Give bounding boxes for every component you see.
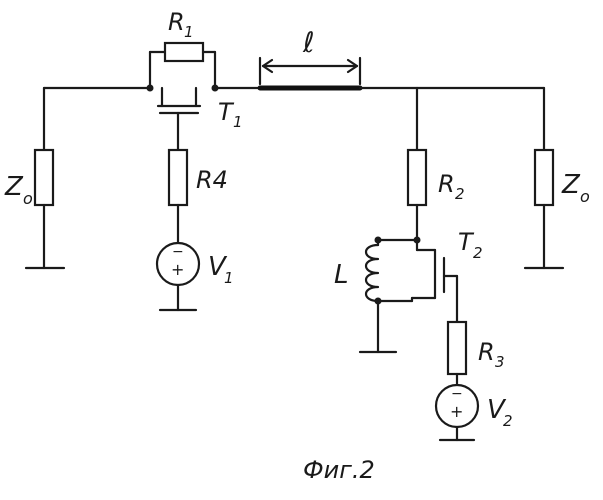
- r2-subscript: 2: [455, 185, 465, 203]
- z0-left-branch: Z o: [4, 88, 64, 268]
- r2-label: R: [438, 170, 455, 198]
- inductor-l: L: [334, 240, 417, 352]
- v1-plus-sign: +: [171, 260, 184, 279]
- r4-label: R4: [196, 166, 228, 194]
- z0-right-resistor: [535, 150, 553, 205]
- z0-right-subscript: o: [580, 187, 590, 206]
- r3-label: R: [478, 338, 495, 366]
- v2-minus-sign: −: [451, 386, 463, 402]
- junction-dot: [212, 85, 219, 92]
- r3-subscript: 3: [495, 353, 505, 371]
- r3-resistor: [448, 322, 466, 374]
- figure-caption: Фиг.2: [303, 456, 375, 484]
- r2-resistor: [408, 150, 426, 205]
- v1-subscript: 1: [224, 269, 234, 287]
- junction-dot: [375, 237, 382, 244]
- r4-resistor: [169, 150, 187, 205]
- r2-branch: R 2: [408, 88, 465, 240]
- v2-plus-sign: +: [450, 402, 463, 421]
- r3-v2-branch: R 3 − + V 2: [436, 322, 513, 440]
- r1-subscript: 1: [184, 23, 194, 41]
- z0-left-resistor: [35, 150, 53, 205]
- t2-subscript: 2: [473, 244, 483, 262]
- length-dimension: ℓ: [260, 26, 360, 84]
- z0-right-branch: Z o: [525, 88, 590, 268]
- v1-minus-sign: −: [172, 244, 184, 260]
- t1-transistor: T 1: [158, 88, 243, 150]
- t2-transistor: T 2: [412, 228, 483, 322]
- z0-left-label: Z: [4, 172, 24, 202]
- r1-label: R: [168, 8, 185, 36]
- z0-right-label: Z: [561, 170, 581, 200]
- inductor-coil: [366, 245, 378, 301]
- junction-dot: [147, 85, 154, 92]
- r1-resistor-group: R 1: [150, 8, 215, 88]
- length-label: ℓ: [302, 26, 315, 59]
- z0-left-subscript: o: [23, 189, 33, 208]
- v2-subscript: 2: [503, 412, 513, 430]
- r1-resistor: [165, 43, 203, 61]
- r4-v1-branch: R4 − + V 1: [157, 150, 234, 310]
- junction-dot: [375, 298, 382, 305]
- l-label: L: [334, 260, 349, 290]
- t1-subscript: 1: [233, 113, 243, 131]
